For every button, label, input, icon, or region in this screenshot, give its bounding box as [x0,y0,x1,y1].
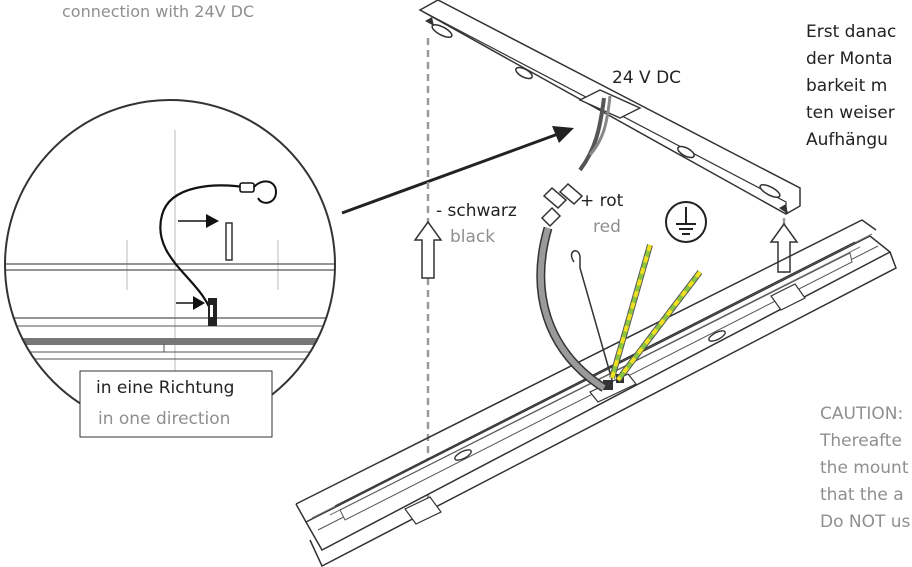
direction-label-de: in eine Richtung [96,378,235,398]
detail-magnifier [4,99,336,438]
voltage-label: 24 V DC [612,68,682,88]
minus-label-de: - schwarz [436,201,517,221]
hook-icon [239,180,278,204]
minus-label-en: black [450,227,496,247]
caution-text-line: that the a [820,485,904,505]
german-text-line: Aufhängu [806,130,888,150]
caution-text-line: Do NOT us [820,512,911,532]
german-text-line: Erst danac [806,22,897,42]
ground-symbol-icon [665,201,707,243]
caution-text-line: CAUTION: [820,404,904,424]
german-text-line: der Monta [806,49,893,69]
luminaire-housing [295,219,897,567]
up-arrow-icon [769,222,799,273]
leader-arrowhead-icon [552,126,574,143]
header-fragment: connection with 24V DC [62,2,255,21]
connector-icon [540,182,584,228]
plus-label-de: + rot [580,191,624,211]
caution-text-line: Thereafte [820,431,902,451]
german-text-line: ten weiser [806,103,895,123]
german-text-line: barkeit m [806,76,888,96]
plus-label-en: red [593,217,621,237]
direction-label-en: in one direction [98,409,231,429]
caution-text-line: the mount [820,458,909,478]
up-arrow-icon [413,220,443,279]
